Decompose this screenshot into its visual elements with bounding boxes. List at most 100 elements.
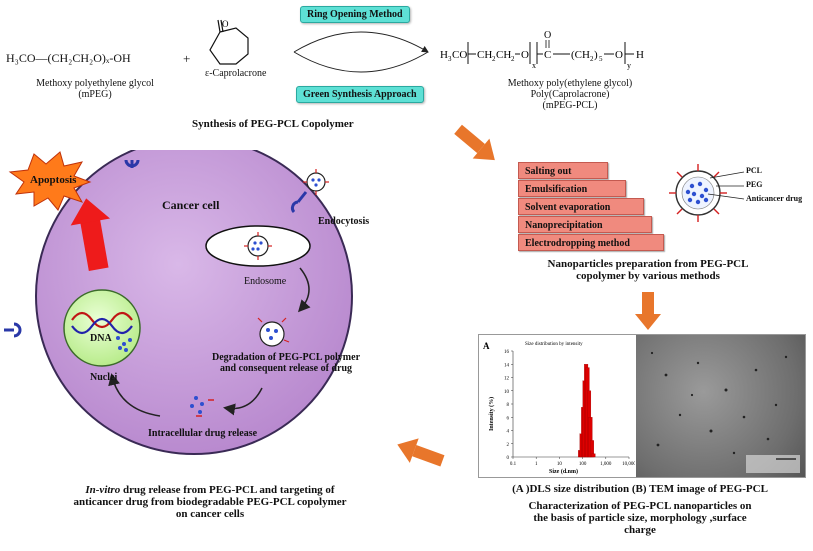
- method-solvent-evaporation: Solvent evaporation: [518, 198, 644, 215]
- svg-text:2: 2: [511, 55, 515, 63]
- product-name-line1: Methoxy poly(ethylene glycol): [507, 78, 633, 89]
- dls-xlabel: Size (d.nm): [549, 468, 578, 475]
- svg-text:): ): [594, 49, 598, 61]
- characterization-caption-line2: the basis of particle size, morphology ,…: [533, 512, 747, 524]
- arrow-methods-to-characterization: [635, 292, 661, 330]
- dls-y-tick-label: 12: [504, 377, 510, 382]
- dls-x-tick-label: 10,000: [622, 462, 635, 467]
- endosome-label: Endosome: [244, 276, 287, 287]
- degrading-nanoparticle: [257, 317, 290, 347]
- svg-text:x: x: [532, 61, 536, 70]
- svg-text:CH: CH: [477, 49, 492, 61]
- dls-ylabel: Intensity (%): [488, 397, 495, 431]
- svg-text:C: C: [544, 49, 551, 61]
- apoptosis-arrow: [70, 198, 111, 271]
- reaction-arrows: [293, 31, 429, 73]
- svg-text:O: O: [521, 49, 529, 61]
- nuclei-label: Nuclei: [90, 372, 118, 383]
- svg-text:5: 5: [599, 55, 603, 63]
- mpeg-formula: H₃CO—(CH₂CH₂O)ₓ-OH: [6, 51, 131, 65]
- mpeg-name-line1: Methoxy polyethylene glycol: [36, 78, 154, 89]
- svg-text:(CH: (CH: [571, 49, 590, 61]
- svg-text:CO: CO: [452, 49, 467, 61]
- svg-text:2: 2: [492, 55, 496, 63]
- mpeg-name: Methoxy polyethylene glycol (mPEG): [10, 78, 180, 100]
- degradation-label: Degradation of PEG-PCL polymer and conse…: [196, 352, 376, 374]
- characterization-caption-line3: charge: [624, 524, 656, 536]
- dls-x-tick-label: 100: [579, 462, 587, 467]
- dls-bar: [591, 453, 596, 458]
- dls-y-tick-label: 10: [504, 390, 510, 395]
- nanoparticle-schematic: [669, 164, 745, 222]
- receptor-top: [124, 159, 140, 168]
- dna-helix: [71, 311, 133, 335]
- plus-sign: +: [183, 51, 191, 66]
- cancer-cell-diagram: [4, 150, 353, 455]
- characterization-caption-line1: Characterization of PEG-PCL nanoparticle…: [528, 500, 752, 512]
- dls-x-tick-label: 1,000: [600, 462, 612, 467]
- dna-label: DNA: [90, 333, 112, 344]
- svg-text:3: 3: [448, 55, 452, 63]
- methods-caption-line1: Nanoparticles preparation from PEG-PCL: [547, 258, 749, 270]
- carbonyl-o-label: O: [222, 19, 229, 29]
- method-electrodropping: Electrodropping method: [518, 234, 664, 251]
- method-nanoprecipitation: Nanoprecipitation: [518, 216, 652, 233]
- product-name-line3: (mPEG-PCL): [542, 100, 598, 111]
- released-drug: [190, 396, 214, 417]
- method-salting-out: Salting out: [518, 162, 608, 179]
- endocytosis-nanoparticle: [290, 169, 329, 214]
- mpeg-name-line2: (mPEG): [78, 89, 112, 100]
- characterization-ab-caption: (A )DLS size distribution (B) TEM image …: [512, 483, 768, 495]
- dls-y-tick-label: 0: [507, 456, 510, 461]
- dls-bars: [578, 364, 596, 458]
- endosome-nanoparticle: [244, 232, 272, 260]
- dls-x-tick-label: 10: [557, 462, 563, 467]
- apoptosis-burst: [8, 151, 92, 211]
- svg-text:y: y: [627, 61, 631, 70]
- intracellular-release-label: Intracellular drug release: [148, 428, 258, 439]
- svg-text:H: H: [440, 49, 448, 61]
- svg-text:CH: CH: [496, 49, 511, 61]
- ring-opening-tag: Ring Opening Method: [300, 6, 410, 23]
- arrow-synthesis-to-methods: [454, 124, 495, 161]
- product-name: Methoxy poly(ethylene glycol) Poly(Capro…: [470, 78, 670, 111]
- characterization-panel: A Size distribution by intensity Intensi…: [478, 334, 806, 478]
- caprolactone-structure: O: [209, 19, 249, 65]
- svg-text:O: O: [544, 30, 551, 41]
- cancer-cell-title: Cancer cell: [162, 198, 220, 212]
- dls-title: Size distribution by intensity: [525, 342, 583, 347]
- dls-chart: A Size distribution by intensity Intensi…: [483, 341, 635, 475]
- legend-peg: PEG: [746, 180, 763, 189]
- characterization-caption: Characterization of PEG-PCL nanoparticle…: [470, 500, 810, 536]
- dls-y-tick-label: 8: [507, 403, 510, 408]
- degradation-line2: and consequent release of drug: [219, 363, 353, 374]
- tem-particles: [650, 351, 800, 473]
- cell-caption: In-vitro drug release from PEG-PCL and t…: [20, 484, 400, 520]
- method-emulsification: Emulsification: [518, 180, 626, 197]
- green-synthesis-tag: Green Synthesis Approach: [296, 86, 424, 103]
- dls-x-tick-label: 0.1: [510, 462, 517, 467]
- dls-y-tick-label: 2: [507, 443, 510, 448]
- peg-spikes: [669, 164, 727, 222]
- methods-caption: Nanoparticles preparation from PEG-PCL c…: [518, 258, 778, 282]
- legend-anticancer-drug: Anticancer drug: [746, 194, 803, 203]
- tem-image: [636, 335, 805, 477]
- synthesis-caption: Synthesis of PEG-PCL Copolymer: [192, 118, 354, 130]
- cell-caption-italic: In-vitro: [85, 484, 121, 496]
- svg-text:2: 2: [590, 55, 594, 63]
- degradation-line1: Degradation of PEG-PCL polymer: [211, 352, 361, 363]
- receptor-left: [4, 322, 22, 338]
- cell-caption-line3: on cancer cells: [175, 508, 245, 520]
- dls-y-tick-label: 6: [507, 416, 510, 421]
- drug-dots: [685, 181, 709, 205]
- svg-text:O: O: [615, 49, 623, 61]
- panel-a-label: A: [483, 341, 490, 351]
- caprolactone-label: ε-Caprolacrone: [205, 68, 267, 79]
- methods-caption-line2: copolymer by various methods: [576, 270, 720, 282]
- nucleus-drug-dots: [116, 336, 132, 352]
- cell-caption-line1-rest: drug release from PEG-PCL and targeting …: [120, 484, 335, 496]
- product-name-line2: Poly(Caprolacrone): [530, 89, 610, 100]
- cell-caption-line1: In-vitro drug release from PEG-PCL and t…: [20, 484, 400, 496]
